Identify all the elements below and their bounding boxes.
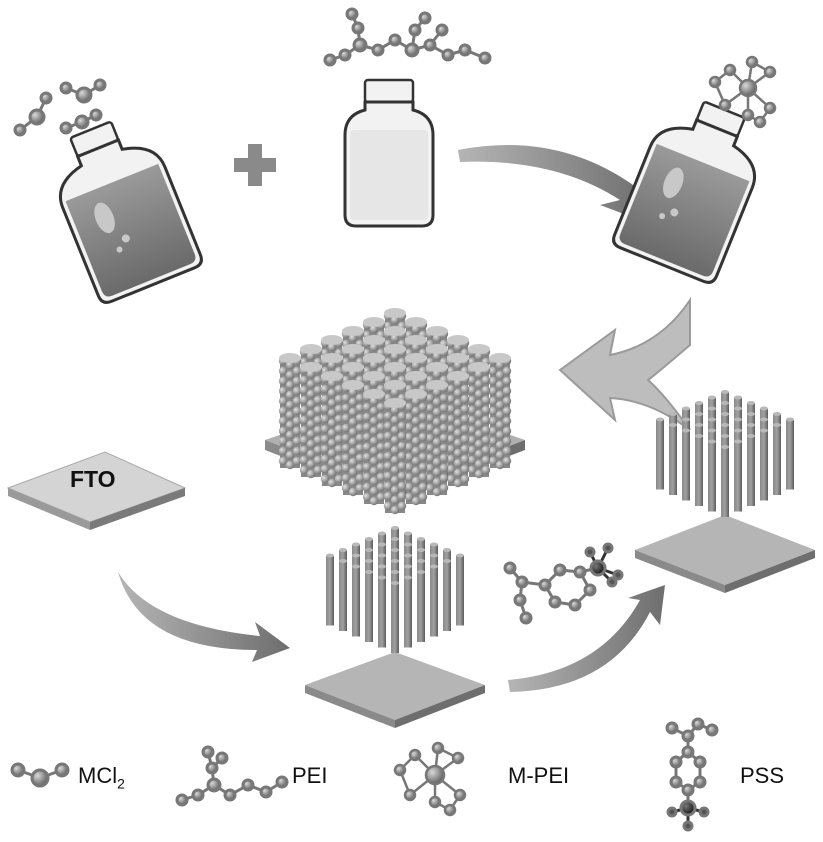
mcl2-molecules <box>15 80 105 135</box>
nanorod <box>773 423 781 495</box>
nanorod <box>339 559 347 631</box>
legend-mpei-icon <box>395 743 465 815</box>
nanorod <box>669 423 677 495</box>
nanorod <box>734 440 742 512</box>
nanorod <box>786 418 794 490</box>
nanorod <box>708 440 716 512</box>
nanorod <box>378 576 386 648</box>
coated-nanorod <box>426 380 448 496</box>
nanorod <box>326 554 334 626</box>
nanorod <box>417 570 425 642</box>
nanorod <box>456 554 464 626</box>
nanorod <box>365 570 373 642</box>
coated-nanorod <box>279 353 301 469</box>
arrow-mix <box>458 145 650 220</box>
legend-pei-icon <box>177 747 287 805</box>
nanorod <box>682 429 690 501</box>
coated-nanorod <box>447 371 469 487</box>
coated-nanorod <box>468 362 490 478</box>
arrow-combine <box>560 300 690 430</box>
arrow-growth <box>118 572 290 662</box>
coated-nanorod <box>300 362 322 478</box>
legend-mpei-label: M-PEI <box>508 763 569 789</box>
nanorod <box>352 565 360 637</box>
pss-modified-nanorod-array <box>635 390 815 593</box>
plus-icon <box>234 144 276 186</box>
arrow-pss <box>508 585 665 692</box>
nanorod <box>391 581 399 653</box>
nanorod <box>695 434 703 506</box>
nanorod <box>656 418 664 490</box>
mcl2-solution-bottle <box>40 109 205 305</box>
pei-molecule-top <box>325 9 490 65</box>
bare-nanorod-array <box>305 526 485 728</box>
pei-solution-bottle <box>345 80 433 226</box>
coated-nanorod <box>363 389 385 505</box>
nanorod <box>430 565 438 637</box>
coated-nanorod <box>384 398 406 514</box>
legend-pei-label: PEI <box>292 763 327 789</box>
nanorod <box>747 434 755 506</box>
coated-nanorod <box>405 389 427 505</box>
coated-nanorod-array <box>265 308 525 514</box>
coated-nanorod <box>321 371 343 487</box>
coated-nanorod <box>342 380 364 496</box>
coated-nanorod <box>489 353 511 469</box>
pss-molecule-mid <box>505 544 622 623</box>
legend-mcl2-icon <box>12 764 68 786</box>
nanorod <box>760 429 768 501</box>
nanorod <box>404 576 412 648</box>
nanorod <box>721 445 729 517</box>
legend-mcl2-label: MCl2 <box>78 763 125 791</box>
legend-pss-label: PSS <box>740 763 784 789</box>
legend-pss-icon <box>667 719 717 830</box>
fto-label: FTO <box>70 466 116 493</box>
nanorod <box>443 559 451 631</box>
